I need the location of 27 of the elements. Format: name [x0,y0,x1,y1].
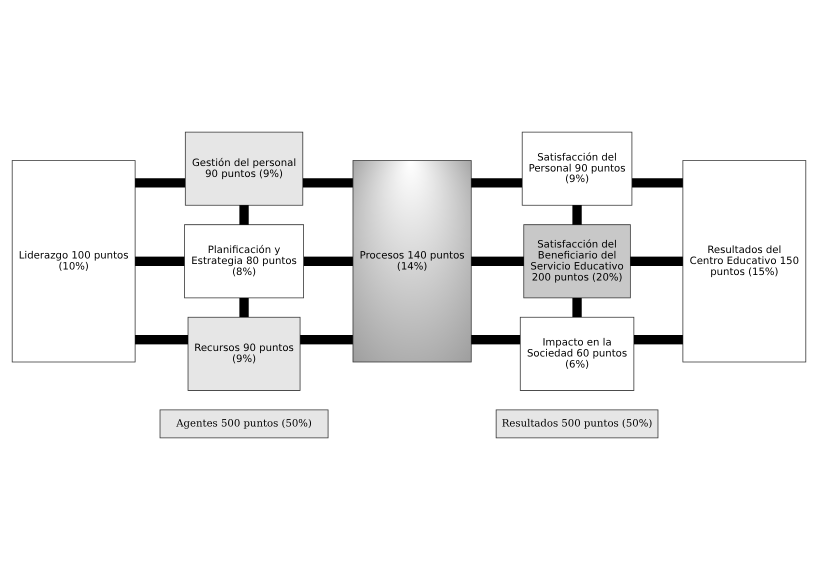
node-box: Recursos 90 puntos (9%) [188,316,300,391]
connector [634,335,683,344]
node-box: Planificación y Estrategia 80 puntos (8%) [184,224,304,298]
node-box: Satisfacción del Beneficiario del Servicio Educativo 200 puntos (20%) [523,224,631,298]
connector [471,178,522,188]
node-box: Agentes 500 puntos (50%) [160,410,328,438]
node-box: Impacto en la Sociedad 60 puntos (6%) [520,316,634,391]
node-box: Resultados 500 puntos (50%) [496,410,658,438]
node-box: Satisfacción del Personal 90 puntos (9%) [522,132,632,206]
node-box: Procesos 140 puntos (14%) [352,160,472,362]
node-box: Gestión del personal 90 puntos (9%) [184,132,304,206]
connector [471,256,524,266]
connector [239,298,249,318]
connector [135,178,186,188]
connector [239,205,249,225]
connector [572,298,582,318]
connector [135,256,184,266]
connector [135,335,188,344]
connector [632,178,683,188]
connector [630,256,683,266]
connector [302,178,353,188]
node-box: Resultados del Centro Educativo 150 puntos (15%) [682,160,806,362]
node-box: Liderazgo 100 puntos (10%) [12,160,136,362]
connector [471,335,520,344]
connector [300,335,353,344]
connector [304,256,353,266]
connector [572,205,582,225]
